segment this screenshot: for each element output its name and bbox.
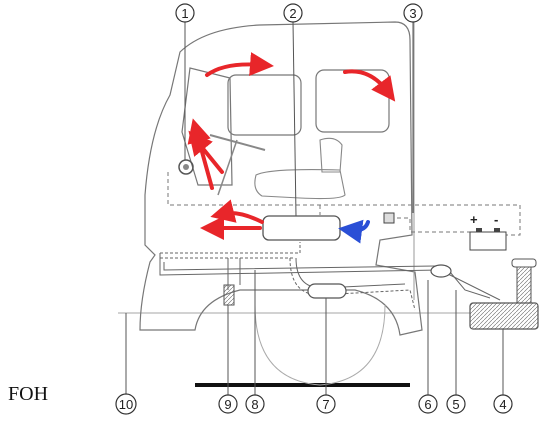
callout-4-label: 4 <box>499 397 506 412</box>
callout-6-label: 6 <box>424 397 431 412</box>
callout-1: 1 <box>175 3 195 23</box>
caption: FOH <box>8 383 48 405</box>
fuel-tank <box>469 302 539 330</box>
callout-5: 5 <box>446 394 466 414</box>
steering-wheel <box>209 134 266 151</box>
steering-column <box>217 139 238 196</box>
piping <box>159 242 501 311</box>
battery-terminal-plus <box>476 228 482 232</box>
callout-leaders <box>125 21 504 395</box>
battery-terminal-minus <box>494 228 500 232</box>
callout-2-label: 2 <box>289 6 296 21</box>
wiring-dashed <box>167 172 521 236</box>
callout-10: 10 <box>115 393 137 415</box>
battery-minus-label: - <box>494 212 498 227</box>
callout-3: 3 <box>403 3 423 23</box>
callout-6: 6 <box>418 394 438 414</box>
callout-9-label: 9 <box>224 397 231 412</box>
callout-8: 8 <box>245 394 265 414</box>
callout-4: 4 <box>493 394 513 414</box>
exhaust-outlet <box>223 284 235 306</box>
fuel-cap <box>511 258 537 268</box>
control-knob <box>178 159 194 175</box>
return-air-arrow <box>338 219 370 244</box>
callout-3-label: 3 <box>409 6 416 21</box>
cab-outline <box>139 21 423 336</box>
callout-7: 7 <box>316 394 336 414</box>
fuel-pump <box>430 264 452 278</box>
callout-10-label: 10 <box>119 397 133 412</box>
fuel-filler-neck <box>516 264 532 304</box>
muffler <box>307 283 347 299</box>
relay-switch <box>383 212 395 224</box>
wheel-outline <box>254 304 386 386</box>
control-knob-center <box>183 164 189 170</box>
battery-plus-label: + <box>470 212 478 227</box>
callout-2: 2 <box>283 3 303 23</box>
battery-body <box>469 231 507 251</box>
heater-unit <box>262 215 341 241</box>
callout-1-label: 1 <box>181 6 188 21</box>
side-window-front <box>227 74 302 136</box>
callout-5-label: 5 <box>452 397 459 412</box>
callout-7-label: 7 <box>322 397 329 412</box>
callout-9: 9 <box>218 394 238 414</box>
windshield <box>181 67 233 186</box>
warm-air-arrows <box>187 52 396 240</box>
seat <box>254 137 346 200</box>
callout-8-label: 8 <box>251 397 258 412</box>
